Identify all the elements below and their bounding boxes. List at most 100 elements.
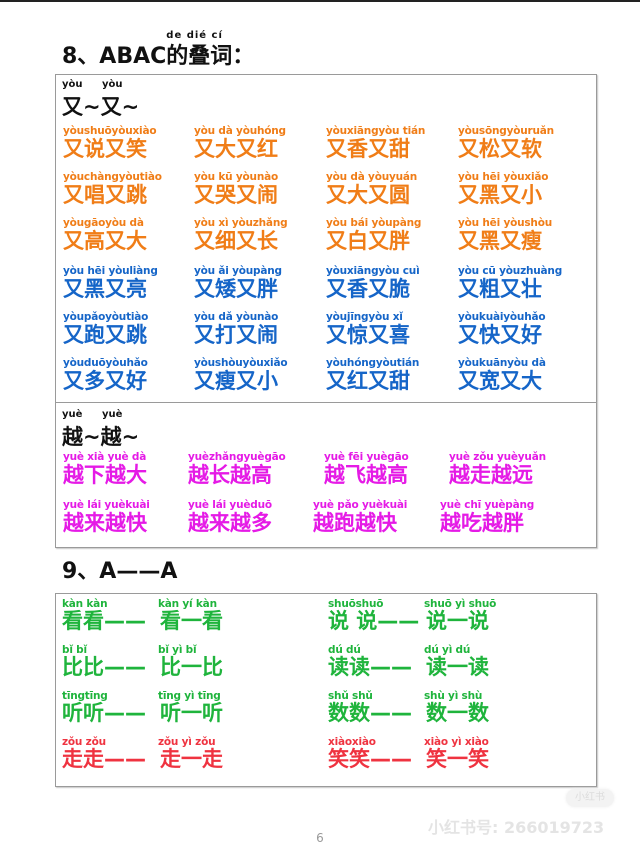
word-pinyin: yòuduōyòuhǎo: [63, 357, 148, 369]
section-divider: [56, 402, 596, 403]
word-pinyin: yòuchàngyòutiào: [63, 171, 162, 183]
word-pinyin-a-yi-a: bǐ yì bǐ: [158, 644, 197, 656]
word-pinyin: yòujīngyòu xǐ: [326, 311, 403, 323]
word-hanzi-a-a: 说 说——: [328, 609, 420, 633]
word-pinyin: yòuxiāngyòu cuì: [326, 265, 420, 277]
word-hanzi-a-yi-a: 笑一笑: [426, 747, 489, 771]
word-hanzi: 又香又脆: [326, 277, 410, 301]
word-hanzi: 越走越远: [449, 463, 533, 487]
word-hanzi: 又香又甜: [326, 137, 410, 161]
word-hanzi: 又说又笑: [63, 137, 147, 161]
word-pinyin: yòu hēi yòushòu: [458, 217, 552, 229]
word-hanzi: 又跑又跳: [63, 323, 147, 347]
word-hanzi: 越下越大: [63, 463, 147, 487]
word-pinyin: yòushòuyòuxiǎo: [194, 357, 288, 369]
section-8-title-suffix: 的叠词：: [166, 44, 255, 69]
word-pinyin-a-yi-a: shù yì shù: [424, 690, 483, 702]
word-hanzi: 又惊又喜: [326, 323, 410, 347]
word-pinyin: yuè chī yuèpàng: [440, 499, 535, 511]
word-pinyin: yòu dǎ yòunào: [194, 311, 279, 323]
word-hanzi: 又多又好: [63, 369, 147, 393]
page-number: 6: [316, 831, 324, 845]
section-9-title: 9、A——A: [62, 559, 178, 584]
word-pinyin: yòukuàiyòuhǎo: [458, 311, 546, 323]
yue-subheading-pinyin-1: yuè: [62, 409, 83, 420]
word-pinyin-a-a: zǒu zǒu: [62, 736, 106, 748]
word-pinyin-a-a: tīngtīng: [62, 690, 108, 702]
word-hanzi-a-yi-a: 听一听: [160, 701, 223, 725]
word-pinyin-a-a: xiàoxiào: [328, 736, 376, 748]
word-hanzi: 又唱又跳: [63, 183, 147, 207]
word-hanzi-a-yi-a: 比一比: [160, 655, 223, 679]
word-pinyin: yòusōngyòuruǎn: [458, 125, 554, 137]
word-pinyin-a-yi-a: dú yì dú: [424, 644, 471, 656]
you-subheading-pinyin-2: yòu: [102, 79, 123, 90]
word-pinyin: yòu xì yòuzhǎng: [194, 217, 288, 229]
watermark-badge: 小红书: [566, 789, 614, 807]
word-hanzi: 又高又大: [63, 229, 147, 253]
word-hanzi: 又红又甜: [326, 369, 410, 393]
word-pinyin: yòu hēi yòuxiǎo: [458, 171, 549, 183]
word-pinyin: yuè pǎo yuèkuài: [313, 499, 408, 511]
word-hanzi-a-a: 走走——: [62, 747, 146, 771]
word-hanzi-a-a: 看看——: [62, 609, 146, 633]
word-hanzi: 越来越快: [63, 511, 147, 535]
word-hanzi-a-yi-a: 走一走: [160, 747, 223, 771]
word-pinyin: yòukuānyòu dà: [458, 357, 546, 369]
word-pinyin: yuè xià yuè dà: [63, 451, 147, 463]
word-hanzi: 越跑越快: [313, 511, 397, 535]
word-hanzi: 又大又红: [194, 137, 278, 161]
word-hanzi-a-yi-a: 说一说: [426, 609, 489, 633]
word-pinyin: yòu dà yòuhóng: [194, 125, 286, 137]
word-pinyin-a-yi-a: zǒu yì zǒu: [158, 736, 216, 748]
word-pinyin: yòu bái yòupàng: [326, 217, 422, 229]
word-hanzi: 越来越多: [188, 511, 272, 535]
word-pinyin-a-a: dú dú: [328, 644, 361, 656]
word-hanzi: 又细又长: [194, 229, 278, 253]
yue-subheading-text: 越~越~: [62, 425, 140, 449]
word-hanzi-a-a: 听听——: [62, 701, 146, 725]
you-subheading-pinyin-1: yòu: [62, 79, 83, 90]
page-top-edge: [0, 0, 640, 2]
word-hanzi: 越长越高: [188, 463, 272, 487]
word-hanzi-a-yi-a: 数一数: [426, 701, 489, 725]
word-pinyin: yòu hēi yòuliàng: [63, 265, 158, 277]
word-pinyin-a-yi-a: shuō yì shuō: [424, 598, 497, 610]
word-hanzi: 又瘦又小: [194, 369, 278, 393]
word-pinyin-a-yi-a: tīng yì tīng: [158, 690, 221, 702]
word-pinyin: yòu ǎi yòupàng: [194, 265, 282, 277]
word-hanzi: 又松又软: [458, 137, 542, 161]
word-hanzi: 越吃越胖: [440, 511, 524, 535]
word-hanzi: 又黑又小: [458, 183, 542, 207]
word-hanzi-a-a: 比比——: [62, 655, 146, 679]
word-hanzi: 越飞越高: [324, 463, 408, 487]
